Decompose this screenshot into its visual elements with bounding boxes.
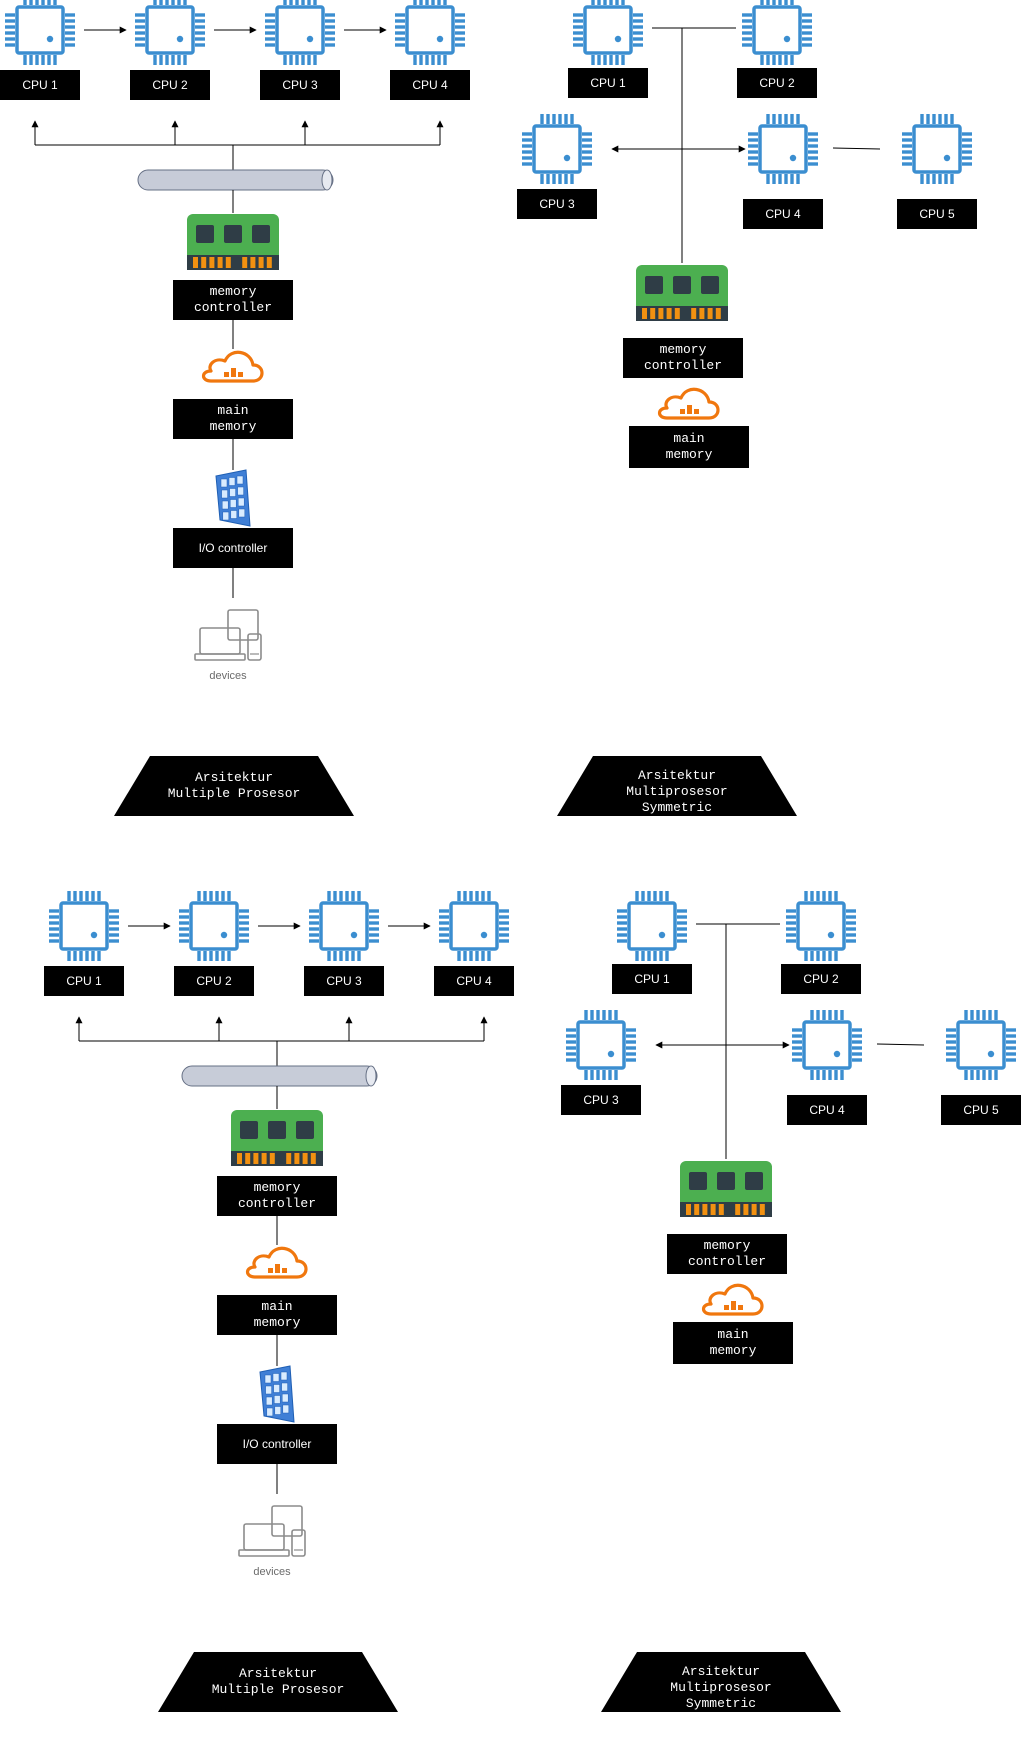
cpu-label: CPU 3: [561, 1085, 641, 1115]
cpu-chip-icon: [573, 0, 643, 65]
ram-module-icon: [636, 265, 728, 321]
cpu-label: CPU 3: [304, 966, 384, 996]
cpu-chip-icon: [522, 114, 592, 184]
memory-controller-label: memory controller: [667, 1234, 787, 1274]
cpu-chip-icon: [786, 891, 856, 961]
cloud-icon: [201, 350, 264, 383]
cpu-chip-icon: [742, 0, 812, 65]
ram-module-icon: [231, 1110, 323, 1166]
cpu-label: CPU 1: [568, 68, 648, 98]
diagram-title-trapezoid: Arsitektur Multiprosesor Symmetric: [601, 1652, 841, 1712]
cpu-chip-icon: [902, 114, 972, 184]
cpu-label: CPU 1: [44, 966, 124, 996]
cpu-chip-icon: [946, 1010, 1016, 1080]
cpu-label: CPU 2: [130, 70, 210, 100]
cloud-icon: [657, 387, 720, 420]
io-panel-icon: [259, 1365, 295, 1423]
bus-cylinder-icon: [137, 169, 334, 191]
cpu-label: CPU 4: [787, 1095, 867, 1125]
memory-controller-label: memory controller: [173, 280, 293, 320]
cpu-chip-icon: [265, 0, 335, 65]
bus-cylinder-icon: [181, 1065, 378, 1087]
ram-module-icon: [680, 1161, 772, 1217]
diagram-title: Arsitektur Multiprosesor Symmetric: [670, 1664, 772, 1711]
cpu-label: CPU 3: [517, 189, 597, 219]
devices-label: devices: [209, 670, 247, 682]
cpu-chip-icon: [49, 891, 119, 961]
diagram-title-trapezoid: Arsitektur Multiprosesor Symmetric: [557, 756, 797, 816]
cpu4-cpu5-link: [832, 147, 881, 150]
devices-label: devices: [253, 1566, 291, 1578]
io-controller-label: I/O controller: [173, 528, 293, 568]
cpu4-cpu5-link: [876, 1043, 925, 1046]
cpu-label: CPU 2: [737, 68, 817, 98]
io-controller-label: I/O controller: [217, 1424, 337, 1464]
cpu-label: CPU 1: [612, 964, 692, 994]
io-panel-icon: [215, 469, 251, 527]
main-memory-label: main memory: [629, 426, 749, 468]
main-memory-label: main memory: [217, 1295, 337, 1335]
devices-icon: [194, 609, 262, 661]
main-memory-label: main memory: [673, 1322, 793, 1364]
cpu-chip-icon: [566, 1010, 636, 1080]
cpu-label: CPU 2: [781, 964, 861, 994]
diagram-title-trapezoid: Arsitektur Multiple Prosesor: [158, 1652, 398, 1712]
cloud-icon: [245, 1246, 308, 1279]
cpu-chip-icon: [792, 1010, 862, 1080]
cpu-label: CPU 4: [743, 199, 823, 229]
cpu-label: CPU 4: [434, 966, 514, 996]
cpu-chip-icon: [309, 891, 379, 961]
cpu-label: CPU 5: [941, 1095, 1021, 1125]
devices-icon: [238, 1505, 306, 1557]
diagram-title: Arsitektur Multiple Prosesor: [167, 770, 301, 801]
memory-controller-label: memory controller: [623, 338, 743, 378]
diagram-title-trapezoid: Arsitektur Multiple Prosesor: [114, 756, 354, 816]
cpu-chip-icon: [5, 0, 75, 65]
ram-module-icon: [187, 214, 279, 270]
cpu-label: CPU 2: [174, 966, 254, 996]
cpu-chip-icon: [135, 0, 205, 65]
cpu-label: CPU 3: [260, 70, 340, 100]
cpu-chip-icon: [179, 891, 249, 961]
cpu-label: CPU 1: [0, 70, 80, 100]
diagram-title: Arsitektur Multiprosesor Symmetric: [626, 768, 728, 815]
main-memory-label: main memory: [173, 399, 293, 439]
cpu-chip-icon: [395, 0, 465, 65]
memory-controller-label: memory controller: [217, 1176, 337, 1216]
diagram-title: Arsitektur Multiple Prosesor: [211, 1666, 345, 1697]
cpu-chip-icon: [617, 891, 687, 961]
cpu-label: CPU 5: [897, 199, 977, 229]
cpu-chip-icon: [748, 114, 818, 184]
cpu-chip-icon: [439, 891, 509, 961]
cloud-icon: [701, 1283, 764, 1316]
cpu-label: CPU 4: [390, 70, 470, 100]
